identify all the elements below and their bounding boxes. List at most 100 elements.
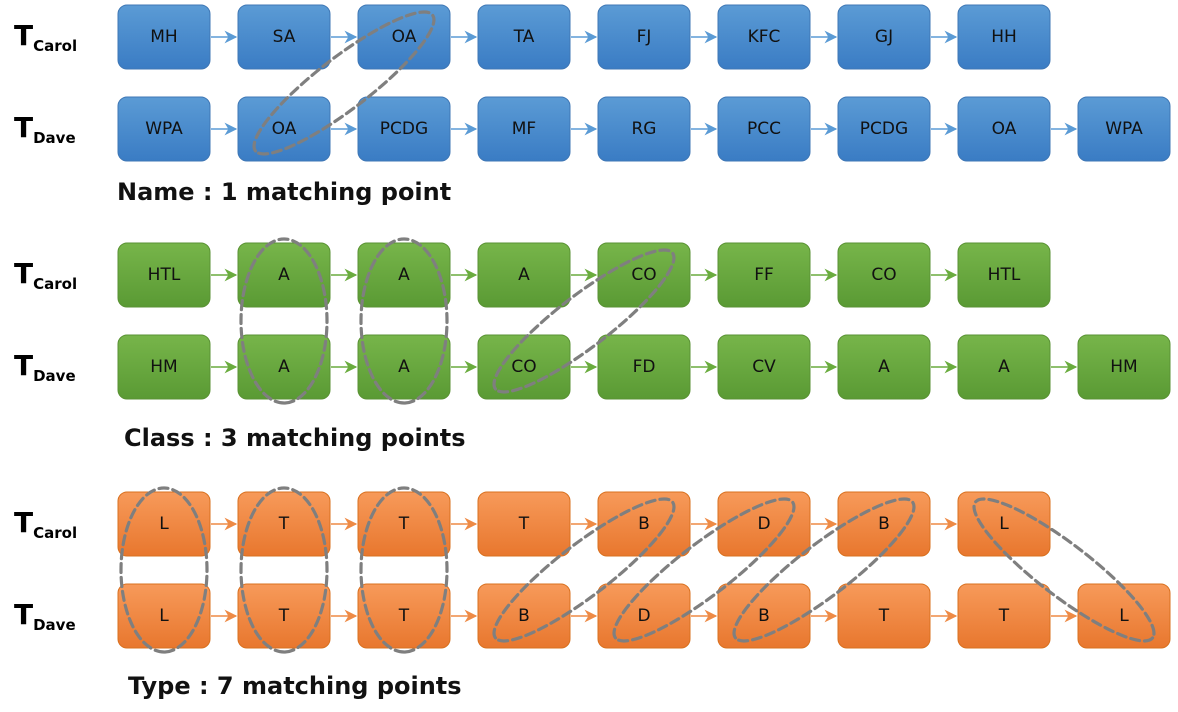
node-label: T xyxy=(998,606,1010,626)
node-type-r0-4: B xyxy=(597,491,691,557)
node-type-r1-7: T xyxy=(957,583,1051,649)
node-type-r0-6: B xyxy=(837,491,931,557)
node-label: T xyxy=(398,606,410,626)
node-box xyxy=(1077,583,1171,649)
node-class-r1-6: A xyxy=(837,334,931,400)
node-label: HTL xyxy=(148,265,181,285)
node-box xyxy=(477,583,571,649)
node-box xyxy=(357,583,451,649)
node-type-r0-3: T xyxy=(477,491,571,557)
node-label: A xyxy=(398,265,410,285)
node-box xyxy=(597,242,691,308)
node-class-r1-1: A xyxy=(237,334,331,400)
node-type-r1-6: T xyxy=(837,583,931,649)
node-label: T xyxy=(398,514,410,534)
node-label: B xyxy=(638,514,650,534)
row-label-sub: Carol xyxy=(33,37,77,55)
node-label: B xyxy=(518,606,530,626)
node-label: A xyxy=(518,265,530,285)
node-name-r0-0: MH xyxy=(117,4,211,70)
node-label: A xyxy=(878,357,890,377)
node-name-r1-0: WPA xyxy=(117,96,211,162)
node-box xyxy=(957,242,1051,308)
node-name-r0-3: TA xyxy=(477,4,571,70)
node-label: HTL xyxy=(988,265,1021,285)
node-class-r0-5: FF xyxy=(717,242,811,308)
node-box xyxy=(477,491,571,557)
node-label: CO xyxy=(871,265,896,285)
node-label: L xyxy=(159,514,169,534)
node-name-r0-6: GJ xyxy=(837,4,931,70)
node-label: TA xyxy=(513,27,535,47)
node-class-r1-2: A xyxy=(357,334,451,400)
node-box xyxy=(477,4,571,70)
node-box xyxy=(957,583,1051,649)
match-ellipse-name-0 xyxy=(252,10,436,156)
node-label: OA xyxy=(992,119,1017,139)
node-label: A xyxy=(278,265,290,285)
row-label-main: T xyxy=(14,506,33,539)
node-name-r0-2: OA xyxy=(357,4,451,70)
node-box xyxy=(837,583,931,649)
node-name-r0-5: KFC xyxy=(717,4,811,70)
node-type-r0-0: L xyxy=(117,491,211,557)
node-class-r1-5: CV xyxy=(717,334,811,400)
row-label-main: T xyxy=(14,19,33,52)
node-label: A xyxy=(278,357,290,377)
match-ellipse-type-5 xyxy=(732,497,916,643)
node-label: L xyxy=(1119,606,1129,626)
node-box xyxy=(837,491,931,557)
node-label: WPA xyxy=(145,119,183,139)
node-label: T xyxy=(518,514,530,534)
caption-name: Name : 1 matching point xyxy=(117,178,451,206)
node-class-r0-4: CO xyxy=(597,242,691,308)
node-name-r1-7: OA xyxy=(957,96,1051,162)
node-name-r1-2: PCDG xyxy=(357,96,451,162)
node-box xyxy=(717,242,811,308)
node-box xyxy=(597,334,691,400)
node-label: HH xyxy=(991,27,1017,47)
node-class-r1-3: CO xyxy=(477,334,571,400)
node-class-r0-7: HTL xyxy=(957,242,1051,308)
node-label: HM xyxy=(1110,357,1137,377)
match-ellipse-type-1 xyxy=(239,486,329,654)
node-box xyxy=(597,583,691,649)
node-box xyxy=(357,96,451,162)
match-ellipse-class-1 xyxy=(359,237,449,405)
node-box xyxy=(117,334,211,400)
node-label: MH xyxy=(150,27,177,47)
node-type-r1-3: B xyxy=(477,583,571,649)
row-label-type-dave: TDave xyxy=(14,598,76,634)
node-box xyxy=(237,242,331,308)
node-label: CO xyxy=(511,357,536,377)
node-label: D xyxy=(757,514,770,534)
match-ellipse-class-0 xyxy=(239,237,329,405)
row-label-main: T xyxy=(14,257,33,290)
row-label-class-dave: TDave xyxy=(14,349,76,385)
node-box xyxy=(837,242,931,308)
node-box xyxy=(597,96,691,162)
row-label-sub: Carol xyxy=(33,275,77,293)
node-box xyxy=(717,96,811,162)
node-type-r0-5: D xyxy=(717,491,811,557)
row-label-sub: Dave xyxy=(33,367,76,385)
node-label: SA xyxy=(273,27,296,47)
node-name-r1-6: PCDG xyxy=(837,96,931,162)
node-box xyxy=(357,334,451,400)
node-label: HM xyxy=(150,357,177,377)
row-label-name-dave: TDave xyxy=(14,111,76,147)
node-label: B xyxy=(878,514,890,534)
node-type-r1-5: B xyxy=(717,583,811,649)
node-class-r0-3: A xyxy=(477,242,571,308)
node-label: WPA xyxy=(1105,119,1143,139)
row-label-name-carol: TCarol xyxy=(14,19,77,55)
match-ellipse-type-3 xyxy=(492,497,676,643)
node-label: PCDG xyxy=(380,119,428,139)
row-label-main: T xyxy=(14,349,33,382)
row-label-class-carol: TCarol xyxy=(14,257,77,293)
node-label: FF xyxy=(754,265,774,285)
node-label: CO xyxy=(631,265,656,285)
node-box xyxy=(357,4,451,70)
node-box xyxy=(1077,96,1171,162)
